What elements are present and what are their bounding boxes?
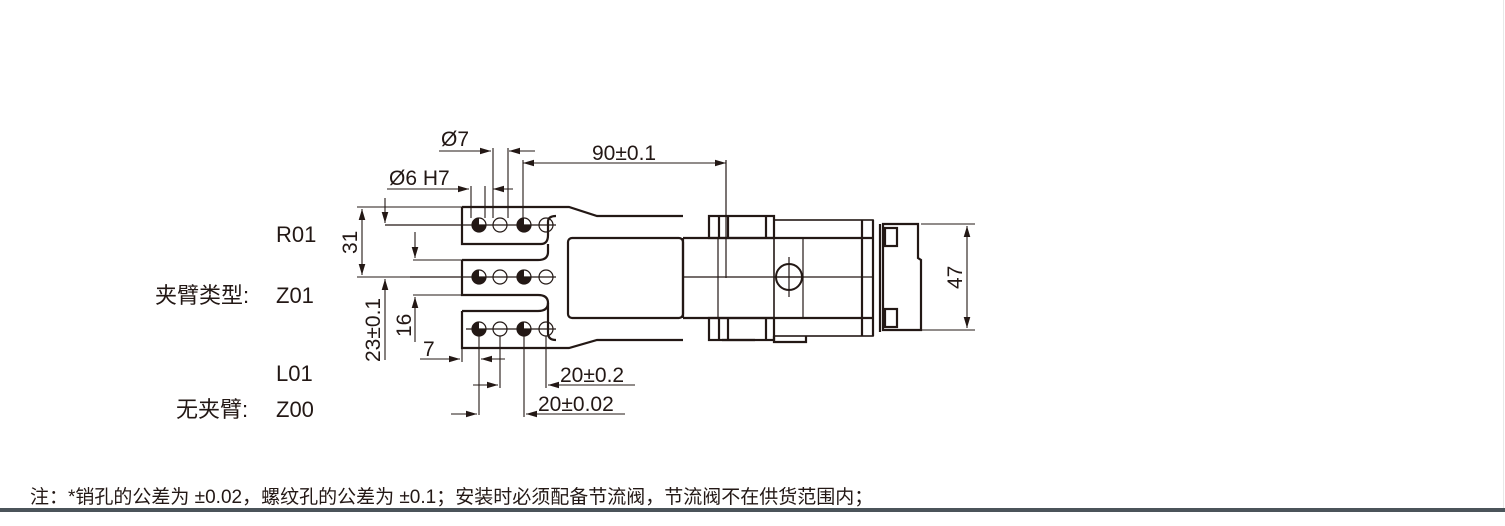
label-z00: Z00 xyxy=(276,397,314,422)
label-l01: L01 xyxy=(276,361,313,386)
dim-dia7: Ø7 xyxy=(441,128,469,151)
footnote: 注：*销孔的公差为 ±0.02，螺纹孔的公差为 ±0.1；安装时必须配备节流阀，… xyxy=(30,487,874,508)
label-r01: R01 xyxy=(276,222,317,247)
right-edge-divider xyxy=(1503,0,1504,508)
dim-h16: 16 xyxy=(393,314,416,337)
arm-outline xyxy=(460,205,685,350)
label-arm-type: 夹臂类型: xyxy=(155,283,250,308)
gripper-body xyxy=(681,214,923,344)
dim-dia6h7: Ø6 H7 xyxy=(389,167,450,190)
dim-h31: 31 xyxy=(339,231,362,254)
dim-p20-02: 20±0.2 xyxy=(560,364,624,387)
bottom-divider-bar xyxy=(0,508,1505,512)
dimension-texts: Ø7 Ø6 H7 90±0.1 31 23±0.1 16 7 20±0.2 20… xyxy=(339,128,967,416)
drawing-lines xyxy=(357,147,975,418)
dim-h47: 47 xyxy=(944,266,967,289)
dim-w7: 7 xyxy=(423,338,435,361)
dim-len90: 90±0.1 xyxy=(592,142,656,165)
dim-p20-002: 20±0.02 xyxy=(538,393,614,416)
dim-h23: 23±0.1 xyxy=(362,298,385,362)
dimension-lines xyxy=(357,147,975,418)
label-z01: Z01 xyxy=(276,283,314,308)
label-no-arm: 无夹臂: xyxy=(176,397,249,422)
